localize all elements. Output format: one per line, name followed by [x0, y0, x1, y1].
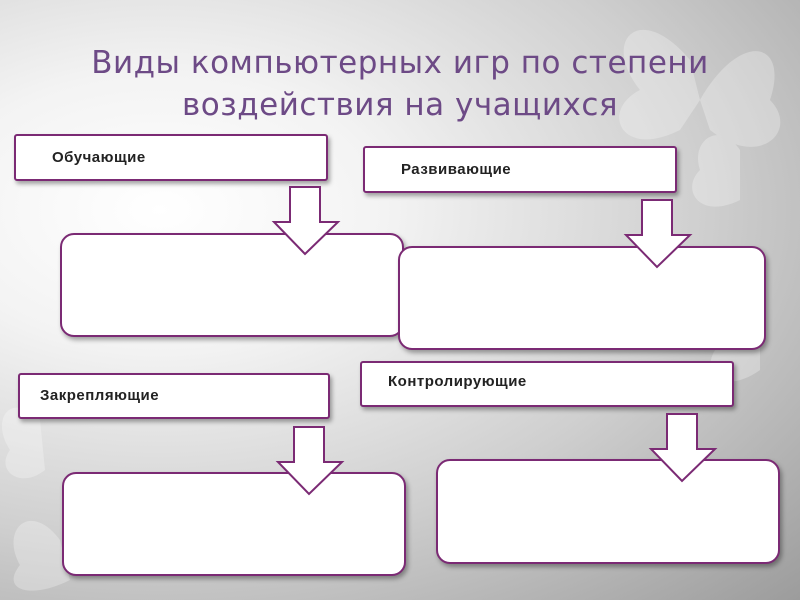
title-line-1: Виды компьютерных игр по степени [91, 45, 709, 81]
down-arrow-icon [623, 199, 693, 269]
category-label: Обучающие [52, 149, 146, 166]
category-box-razvivayushchie: Развивающие [363, 146, 677, 193]
down-arrow-icon [648, 413, 718, 483]
down-arrow-icon [271, 186, 341, 256]
category-label: Закрепляющие [40, 387, 160, 404]
down-arrow-icon [275, 426, 345, 496]
category-label: Контролирующие [388, 373, 527, 390]
slide-title: Виды компьютерных игр по степени воздейс… [40, 42, 760, 126]
category-label: Развивающие [401, 161, 512, 178]
answer-box-zakreplyayushchie[interactable] [62, 472, 406, 576]
category-box-obuchayushchie: Обучающие [14, 134, 328, 181]
category-box-kontroliruyushchie: Контролирующие [360, 361, 734, 407]
answer-box-kontroliruyushchie[interactable] [436, 459, 780, 564]
category-box-zakreplyayushchie: Закрепляющие [18, 373, 330, 419]
answer-box-obuchayushchie[interactable] [60, 233, 404, 337]
answer-box-razvivayushchie[interactable] [398, 246, 766, 350]
title-line-2: воздействия на учащихся [181, 87, 619, 123]
